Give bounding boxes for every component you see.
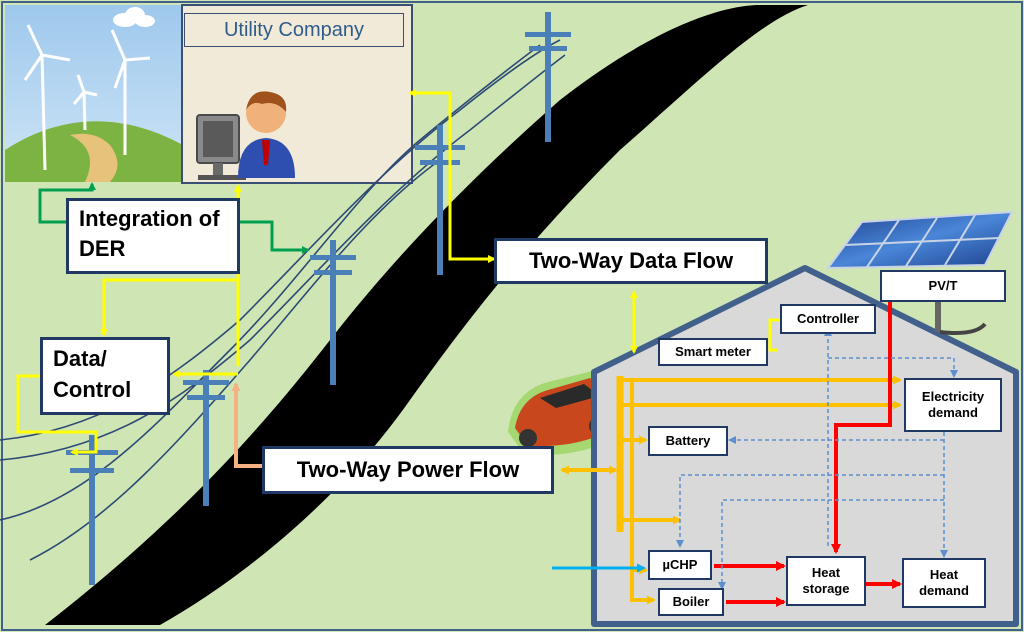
two-way-data-flow-box: Two-Way Data Flow	[494, 238, 768, 284]
controller-label: Controller	[796, 311, 860, 326]
two-way-data-flow-label: Two-Way Data Flow	[528, 248, 734, 273]
data-control-label: Data/ Control	[53, 346, 132, 402]
utility-company-title: Utility Company	[184, 13, 404, 47]
heat-storage-box: Heat storage	[786, 556, 866, 606]
uchp-box: µCHP	[648, 550, 712, 580]
two-way-power-flow-label: Two-Way Power Flow	[296, 457, 520, 482]
smart-meter-box: Smart meter	[658, 338, 768, 366]
boiler-label: Boiler	[672, 594, 710, 609]
integration-of-der-box: Integration of DER	[66, 198, 240, 274]
data-flow-arrows	[16, 89, 780, 456]
data-control-box: Data/ Control	[40, 337, 170, 415]
integration-links	[38, 182, 310, 254]
battery-label: Battery	[665, 433, 711, 448]
operator-figure	[196, 91, 295, 180]
heat-demand-box: Heat demand	[902, 558, 986, 608]
boiler-box: Boiler	[658, 588, 724, 616]
road	[45, 5, 808, 625]
heat-demand-label: Heat demand	[919, 567, 969, 598]
grid-power-link	[231, 382, 262, 468]
solar-panels	[825, 210, 1014, 335]
wind-farm-scene	[5, 5, 183, 182]
battery-box: Battery	[648, 426, 728, 456]
controller-box: Controller	[780, 304, 876, 334]
smart-meter-label: Smart meter	[675, 344, 751, 359]
electricity-demand-label: Electricity demand	[921, 389, 985, 420]
integration-of-der-label: Integration of DER	[79, 206, 220, 261]
control-links	[676, 328, 958, 590]
pvt-label: PV/T	[928, 278, 958, 293]
two-way-power-flow-box: Two-Way Power Flow	[262, 446, 554, 494]
pvt-box: PV/T	[880, 270, 1006, 302]
electricity-demand-box: Electricity demand	[904, 378, 1002, 432]
uchp-label: µCHP	[662, 557, 698, 572]
heat-storage-label: Heat storage	[802, 565, 850, 596]
heat-flow-arrows	[714, 300, 902, 607]
